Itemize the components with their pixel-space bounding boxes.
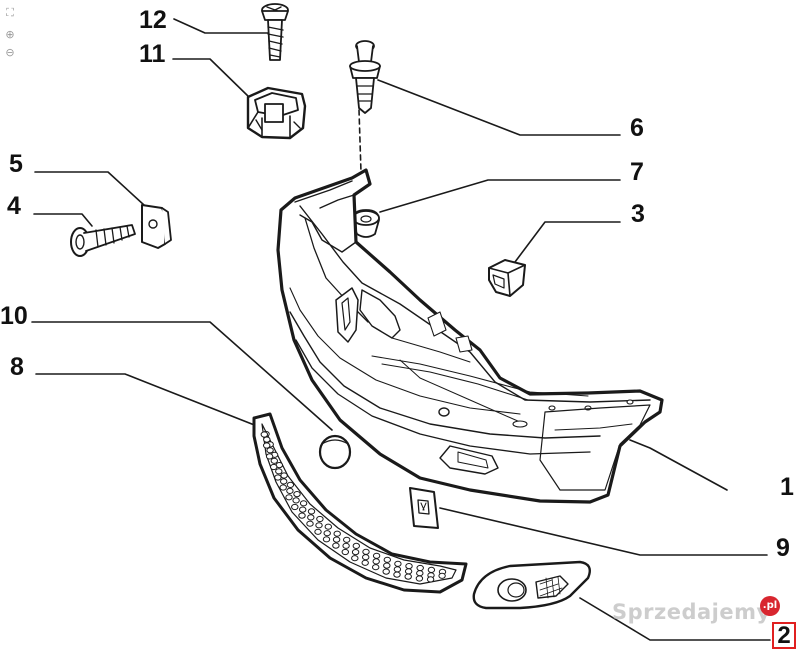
grille-cell: [270, 457, 278, 464]
callout-4: 4: [7, 192, 21, 220]
grille-cell: [307, 508, 316, 515]
grille-cell: [291, 503, 299, 511]
part-10-round-cap: [318, 434, 352, 470]
grille-cell: [416, 564, 424, 572]
part-7-round-clip: [351, 209, 380, 238]
grille-cell: [280, 478, 288, 485]
grille-cell: [322, 536, 331, 543]
grille-cell: [279, 484, 287, 491]
part-6-push-pin: [349, 40, 381, 114]
part-5-nut-plate: [141, 204, 172, 249]
callout-2: 2: [772, 622, 796, 649]
grille-cell: [265, 453, 274, 460]
grille-cell: [361, 559, 369, 566]
part-2-fog-lamp-cover: [472, 560, 591, 610]
grille-cell: [274, 474, 282, 481]
grille-cell: [286, 487, 294, 494]
grille-cell: [280, 472, 288, 479]
grille-cell: [372, 558, 380, 565]
grille-cell: [263, 442, 271, 449]
grille-cell: [426, 576, 435, 583]
watermark-text: Sprzedajemy: [612, 600, 771, 624]
grille-cell: [393, 566, 402, 573]
grille-cell: [342, 542, 350, 549]
grille-cell: [352, 542, 360, 550]
fit-screen-icon[interactable]: ⛶: [6, 6, 14, 19]
grille-cell: [314, 528, 322, 535]
grille-cell: [323, 530, 331, 537]
callout-12: 12: [139, 6, 167, 34]
grille-cell: [341, 548, 349, 556]
grille-cell: [405, 563, 413, 570]
part-11-clip: [246, 86, 307, 140]
grille-cell: [275, 468, 283, 475]
grille-cell: [307, 514, 315, 521]
zoom-in-icon[interactable]: ⊕: [5, 28, 15, 41]
grille-cell: [266, 447, 274, 454]
grille-cell: [362, 548, 370, 555]
grille-cell: [299, 506, 307, 513]
grille-cell: [260, 431, 268, 438]
watermark-badge: .pl: [760, 596, 780, 616]
callout-labels: 12 11 6 7 3 5 4 10 8 1 9: [0, 6, 794, 562]
grille-cell: [372, 552, 381, 559]
callout-10: 10: [0, 302, 28, 330]
grille-cell: [404, 568, 413, 575]
grille-cell: [286, 481, 295, 488]
leader-lines: [31, 18, 771, 641]
grille-mesh: [260, 430, 447, 583]
grille-cell: [285, 494, 293, 501]
grille-cell: [332, 536, 341, 543]
zoom-out-icon[interactable]: ⊖: [5, 46, 15, 59]
callout-11: 11: [139, 40, 166, 68]
grille-cell: [394, 560, 402, 567]
callout-6: 6: [630, 114, 644, 142]
callout-9: 9: [776, 534, 790, 562]
part-9-bracket: [409, 487, 439, 529]
grille-cell: [306, 520, 314, 527]
grille-cell: [292, 497, 300, 504]
grille-cell: [333, 530, 341, 537]
callout-5: 5: [9, 150, 23, 178]
grille-cell: [383, 562, 391, 569]
grille-cell: [263, 436, 271, 443]
grille-cell: [362, 554, 370, 561]
grille-cell: [332, 542, 340, 549]
grille-cell: [382, 568, 390, 575]
part-1-bumper: [276, 168, 664, 504]
callout-3: 3: [631, 200, 645, 228]
part-3-clip: [488, 259, 526, 297]
grille-cell: [324, 523, 332, 530]
grille-cell: [293, 491, 301, 498]
part-12-screw: [261, 3, 289, 61]
grille-cell: [415, 575, 424, 582]
grille-cell: [316, 515, 324, 523]
grille-cell: [416, 570, 424, 577]
grille-cell: [404, 573, 412, 580]
grille-cell: [299, 500, 308, 507]
callout-1: 1: [780, 473, 794, 501]
grille-cell: [427, 566, 436, 574]
callout-7: 7: [630, 158, 644, 186]
grille-cell: [270, 463, 278, 471]
part-4-bolt: [70, 224, 136, 257]
grille-cell: [315, 522, 323, 529]
grille-cell: [383, 556, 391, 563]
callout-8: 8: [10, 353, 24, 381]
grille-cell: [438, 572, 446, 579]
grille-cell: [351, 549, 360, 556]
grille-cell: [298, 512, 306, 519]
grille-cell: [343, 536, 351, 543]
grille-cell: [351, 555, 359, 562]
grille-cell: [393, 571, 401, 578]
grille-cell: [372, 564, 380, 571]
